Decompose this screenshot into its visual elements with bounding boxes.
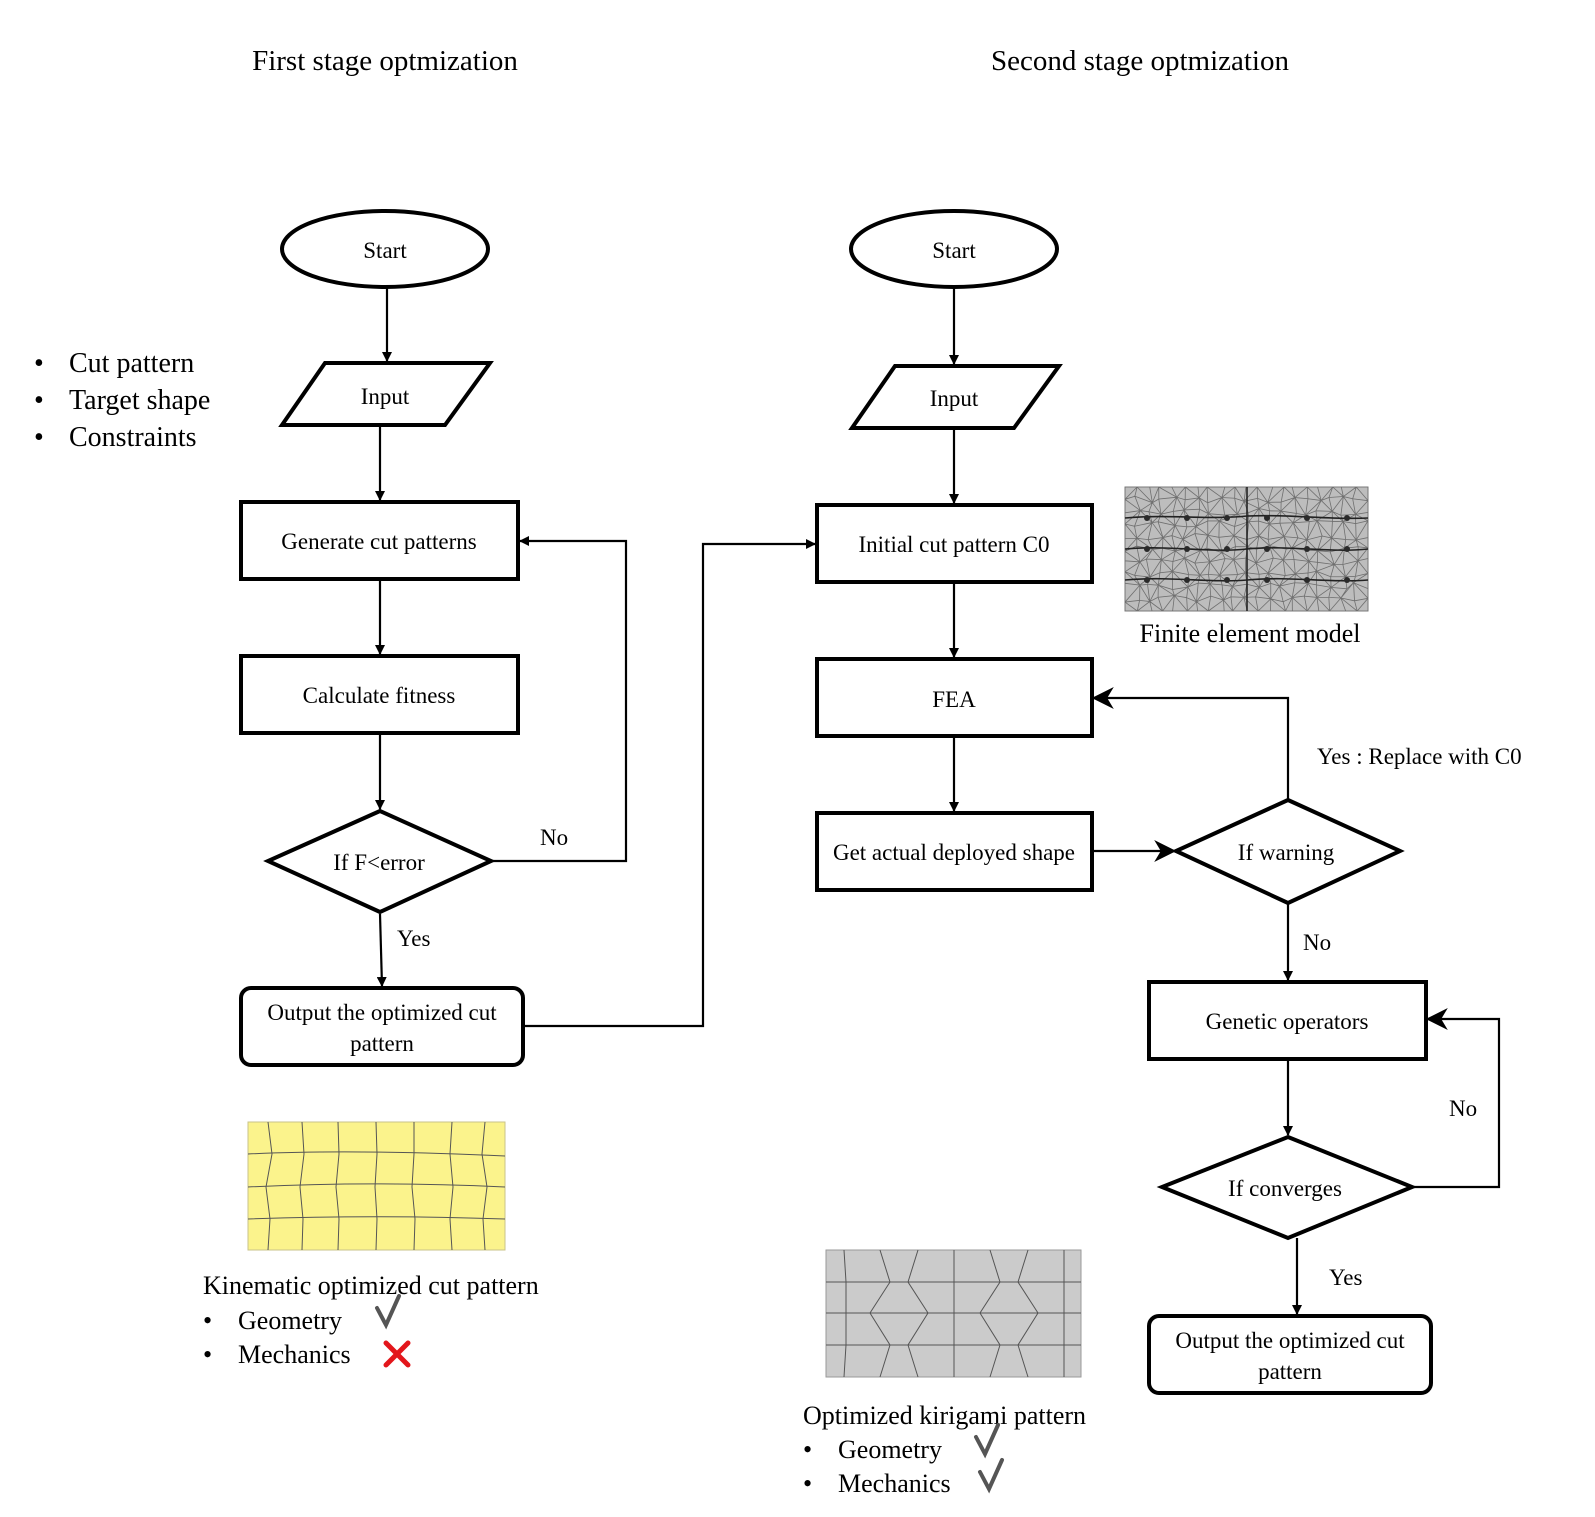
stage1-title: First stage optmization [252, 45, 518, 77]
input-list-bullet: • [34, 385, 44, 416]
stage1-decision-label: If F<error [333, 850, 425, 875]
stage2-initial-node [815, 503, 1094, 584]
stage1-decision-node [263, 808, 496, 915]
stage2-genetic-node [1147, 980, 1428, 1061]
input-list-item: Target shape [69, 385, 210, 416]
stage1-fitness-label: Calculate fitness [303, 683, 456, 708]
kinematic-bullet: • [203, 1340, 212, 1369]
stage2-output-label-line2: pattern [1258, 1359, 1322, 1384]
stage2-input-label: Input [930, 386, 979, 411]
check-icon [375, 1294, 401, 1330]
kinematic-bullet: • [203, 1306, 212, 1335]
stage2-initial-label: Initial cut pattern C0 [859, 532, 1050, 557]
stage1-start-label: Start [363, 238, 407, 263]
fe-model-image [1124, 486, 1369, 612]
stage2-start-node [849, 209, 1059, 289]
stage2-output-label-line1: Output the optimized cut [1175, 1328, 1405, 1353]
stage2-converges-node [1156, 1134, 1418, 1241]
stage1-edge-yes-label: Yes [397, 926, 431, 951]
kirigami-pattern-image [825, 1249, 1082, 1378]
stage1-output-label-line2: pattern [350, 1031, 414, 1056]
stage2-edge-yes-label: Yes [1329, 1265, 1363, 1290]
edge-decision-no-loop [491, 536, 628, 863]
stage2-deployed-label: Get actual deployed shape [833, 840, 1075, 865]
stage2-genetic-label: Genetic operators [1206, 1009, 1369, 1034]
check-icon [978, 1458, 1004, 1494]
stage2-flow: Start Input Initial cut pattern C0 FEA G… [815, 209, 1522, 1395]
kinematic-caption: Kinematic optimized cut pattern [203, 1271, 539, 1300]
kinematic-summary: Kinematic optimized cut pattern • Geomet… [203, 1271, 539, 1369]
stage2-title: Second stage optmization [991, 45, 1289, 77]
check-icon [974, 1423, 1000, 1459]
edge-warning-yes-loop [1091, 687, 1290, 800]
stage2-input-node [848, 364, 1063, 430]
stage1-edge-no-label: No [540, 825, 568, 850]
kinematic-item-geometry: Geometry [238, 1306, 342, 1335]
kirigami-caption: Optimized kirigami pattern [803, 1401, 1086, 1430]
input-list-item: Constraints [69, 422, 197, 453]
cross-icon [383, 1340, 411, 1368]
stage2-edge-no-converge-label: No [1449, 1096, 1477, 1121]
stage1-flow: Start Input Generate cut patterns Calcul… [239, 209, 816, 1067]
stage1-generate-label: Generate cut patterns [281, 529, 476, 554]
kinematic-pattern-image [247, 1121, 506, 1251]
stage1-output-label-line1: Output the optimized cut [267, 1000, 497, 1025]
kirigami-item-mechanics: Mechanics [838, 1469, 951, 1498]
input-list-bullet: • [34, 348, 44, 379]
stage2-output-node [1147, 1314, 1433, 1395]
kirigami-bullet: • [803, 1469, 812, 1498]
kirigami-summary: Optimized kirigami pattern • Geometry • … [803, 1401, 1086, 1498]
edge-stage1-to-stage2 [523, 539, 816, 1028]
kirigami-bullet: • [803, 1435, 812, 1464]
stage2-fea-node [815, 657, 1094, 738]
stage2-deployed-node [815, 811, 1094, 892]
stage2-warning-label: If warning [1238, 840, 1335, 865]
edge-converges-no-loop [1412, 1008, 1501, 1189]
stage2-edge-replace-label: Yes : Replace with C0 [1317, 744, 1522, 769]
kinematic-item-mechanics: Mechanics [238, 1340, 351, 1369]
input-list-bullet: • [34, 422, 44, 453]
kirigami-item-geometry: Geometry [838, 1435, 942, 1464]
fe-model-caption: Finite element model [1140, 619, 1361, 648]
stage2-fea-label: FEA [932, 687, 976, 712]
input-list: • Cut pattern • Target shape • Constrain… [34, 348, 210, 453]
edge-decision-yes [376, 913, 387, 987]
stage1-input-node [278, 361, 494, 427]
stage2-start-label: Start [932, 238, 976, 263]
stage1-fitness-node [239, 654, 520, 735]
stage1-start-node [280, 209, 490, 289]
stage2-converges-label: If converges [1228, 1176, 1342, 1201]
stage1-generate-node [239, 500, 520, 581]
input-list-item: Cut pattern [69, 348, 194, 379]
stage1-input-label: Input [361, 384, 410, 409]
stage2-edge-no-warning-label: No [1303, 930, 1331, 955]
